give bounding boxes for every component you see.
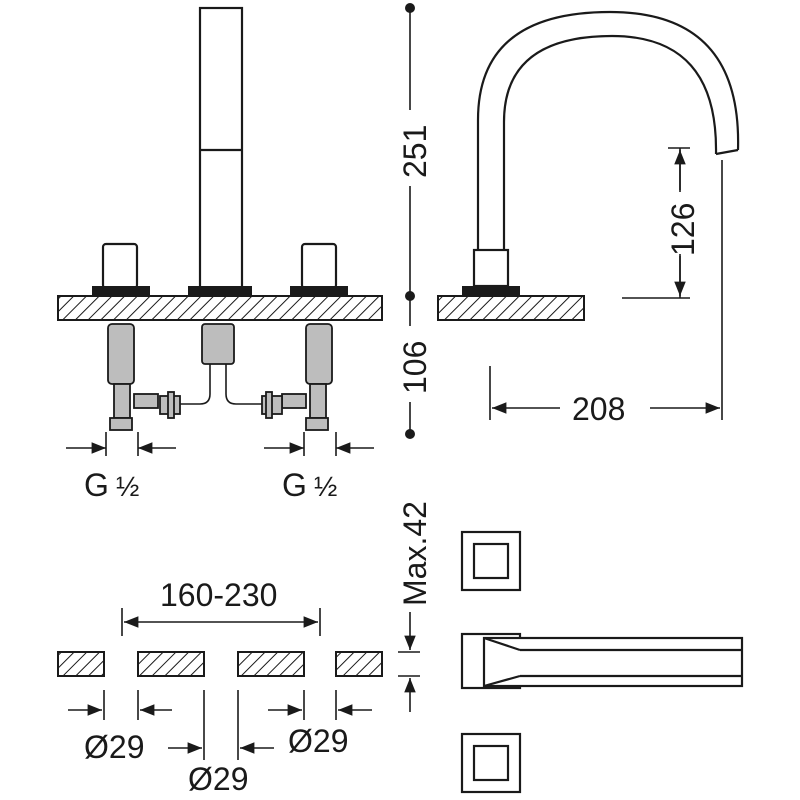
dim-node-deck [405, 291, 415, 301]
hole-right-label: Ø29 [288, 723, 348, 759]
deck-front-section [57, 295, 383, 321]
hole-left-label: Ø29 [84, 729, 144, 765]
spout-base [472, 248, 510, 288]
left-valve-body [107, 323, 159, 431]
left-valve-plate [92, 286, 150, 296]
spout-base-plate [462, 286, 520, 296]
central-diverter-body [159, 323, 283, 419]
left-thread-fraction: ½ [116, 471, 139, 502]
right-thread-dim [264, 432, 374, 456]
right-thread-fraction: ½ [314, 471, 337, 502]
deck-side-section [437, 295, 585, 321]
spout-inner-curve [502, 34, 718, 250]
left-thread-label: G [84, 467, 109, 503]
hole-section-view: 160-230 Ø29 Ø29 Ø29 Max.42 [57, 501, 433, 797]
right-valve-body [281, 323, 333, 431]
hole-spacing-label: 160-230 [160, 577, 277, 613]
spout-outlet [715, 148, 739, 156]
spout-top-body [482, 636, 744, 688]
right-valve-handle [300, 242, 338, 290]
dim-node-bottom [405, 429, 415, 439]
bottom-handle-inner [472, 744, 510, 782]
top-view [460, 530, 744, 794]
max-thickness-label: Max.42 [397, 501, 433, 606]
shower-base-plate [188, 286, 252, 296]
dim-node-top [405, 3, 415, 13]
side-view: 126 208 [437, 10, 740, 427]
right-valve-plate [290, 286, 348, 296]
spout-reach-label: 208 [572, 391, 625, 427]
body-height-label: 251 [397, 125, 433, 178]
below-deck-label: 106 [397, 341, 433, 394]
height-dim-chain: 251 106 [396, 3, 433, 439]
top-handle-inner [472, 542, 510, 580]
front-view: G ½ G ½ [57, 6, 383, 503]
left-valve-handle [101, 242, 139, 290]
spout-height-label: 126 [665, 203, 701, 256]
left-thread-dim [66, 432, 176, 456]
spout-outer-curve [476, 10, 740, 250]
hole-center-label: Ø29 [188, 761, 248, 797]
right-thread-label: G [282, 467, 307, 503]
